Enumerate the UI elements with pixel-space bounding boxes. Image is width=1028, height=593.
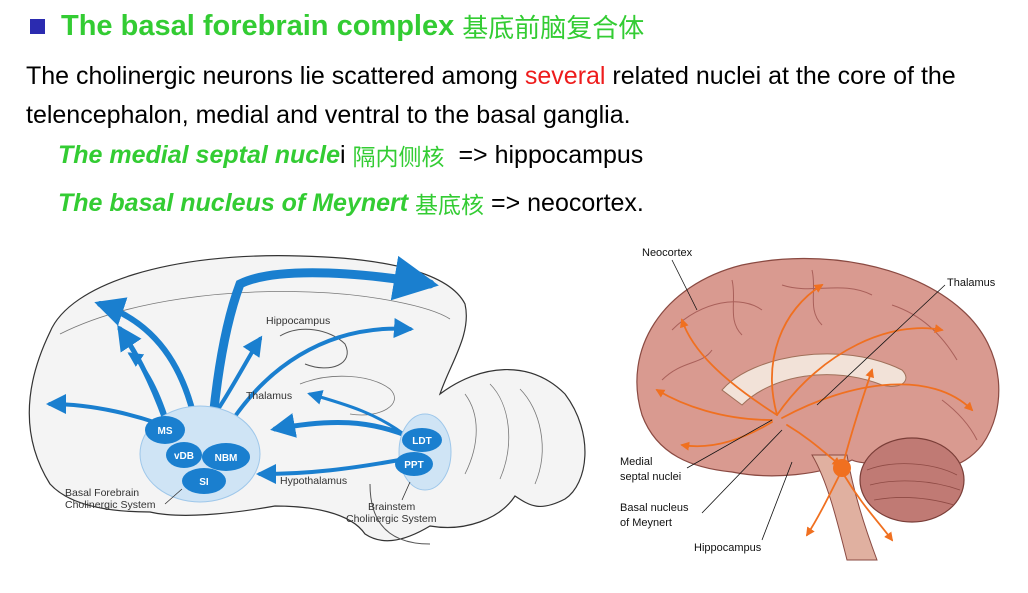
nucleus-si: SI	[182, 468, 226, 494]
svg-text:vDB: vDB	[174, 451, 194, 462]
svg-text:MS: MS	[158, 426, 173, 437]
label-brainstem-1: Brainstem	[368, 501, 416, 513]
item-chinese: 隔内侧核	[352, 145, 445, 171]
svg-text:LDT: LDT	[412, 436, 431, 447]
label-basal-2: of Meynert	[620, 517, 672, 529]
item-name: The basal nucleus of Meynert	[58, 188, 409, 217]
svg-text:SI: SI	[199, 477, 209, 488]
label-thalamus: Thalamus	[246, 390, 292, 402]
orange-projections	[655, 284, 974, 542]
svg-text:NBM: NBM	[215, 453, 238, 464]
item-name: The medial septal nucle	[58, 140, 341, 169]
title-english: The basal forebrain complex	[61, 9, 455, 42]
title-chinese: 基底前脑复合体	[462, 13, 645, 44]
label-thalamus: Thalamus	[947, 277, 996, 289]
item-target: => hippocampus	[444, 140, 644, 169]
nucleus-ms: MS	[145, 416, 185, 444]
paragraph-text-end: related nuclei at the core of the telenc…	[26, 62, 956, 129]
label-basal-forebrain-1: Basal Forebrain	[65, 487, 139, 499]
item-target: => neocortex.	[484, 188, 644, 217]
nucleus-nbm: NBM	[202, 443, 250, 471]
square-bullet-icon	[30, 18, 45, 34]
label-basal-forebrain-2: Cholinergic System	[65, 499, 156, 511]
nucleus-ppt: PPT	[395, 452, 433, 476]
label-hypothalamus: Hypothalamus	[280, 475, 347, 487]
list-item-basal-nucleus: The basal nucleus of Meynert 基底核 => neoc…	[58, 185, 644, 221]
rodent-cholinergic-diagram: MS vDB NBM SI LDT PPT Hippocampus Thalam…	[28, 255, 586, 545]
label-hippocampus: Hippocampus	[694, 542, 762, 554]
label-medial-2: septal nuclei	[620, 471, 681, 483]
label-basal-1: Basal nucleus	[620, 502, 689, 514]
nucleus-ldt: LDT	[402, 428, 442, 452]
slide-title: The basal forebrain complex 基底前脑复合体	[30, 8, 644, 44]
paragraph-text-start: The cholinergic neurons lie scattered am…	[26, 62, 525, 90]
item-chinese: 基底核	[415, 193, 485, 219]
paragraph-highlight: several	[524, 62, 606, 90]
label-neocortex: Neocortex	[642, 247, 693, 259]
label-medial-1: Medial	[620, 456, 652, 468]
svg-text:PPT: PPT	[404, 460, 423, 471]
item-name-suffix: i	[340, 140, 346, 169]
label-hippocampus: Hippocampus	[266, 315, 330, 327]
nucleus-vdb: vDB	[166, 442, 202, 468]
cerebellum	[859, 437, 965, 523]
intro-paragraph: The cholinergic neurons lie scattered am…	[26, 57, 1016, 135]
human-brain-illustration: Neocortex Thalamus Medial septal nuclei …	[620, 247, 1000, 561]
label-brainstem-2: Cholinergic System	[346, 513, 437, 525]
